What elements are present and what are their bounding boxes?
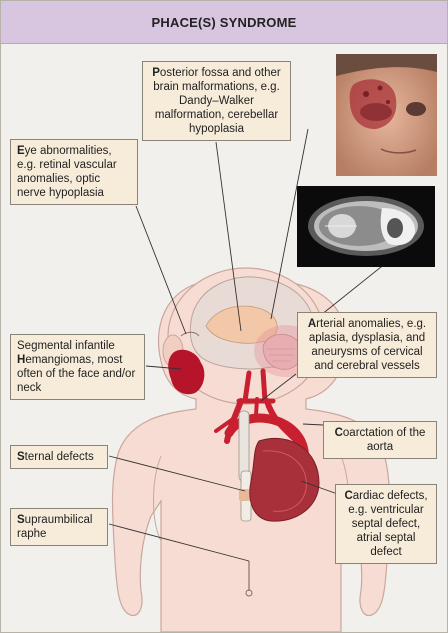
infant-face-photo — [336, 54, 437, 176]
header-bar: PHACE(S) SYNDROME — [1, 1, 447, 44]
callout-posterior-fossa: Posterior fossa and other brain malforma… — [142, 61, 291, 141]
callout-initial: S — [17, 514, 25, 526]
callout-text: oarctation of the aorta — [342, 427, 426, 453]
callout-raphe: Supraumbilical raphe — [10, 508, 108, 546]
callout-text: emangiomas, most often of the face and/o… — [17, 354, 136, 394]
eye-sketch — [180, 331, 200, 337]
trachea — [238, 410, 250, 482]
callout-text: rterial anomalies, e.g. aplasia, dysplas… — [308, 318, 427, 372]
callout-initial: S — [17, 451, 25, 463]
face-hemangioma — [168, 349, 205, 395]
callout-eye: Eye abnormalities, e.g. retinal vascular… — [10, 139, 138, 205]
callout-initial: E — [17, 145, 25, 157]
callout-text: upraumbilical raphe — [17, 514, 93, 540]
brain-mri-image — [297, 186, 435, 267]
callout-text: ye abnormalities, e.g. retinal vascular … — [17, 145, 117, 199]
callout-initial: C — [334, 427, 343, 439]
callout-text: ardiac defects, e.g. ventricular septal … — [348, 490, 428, 558]
callout-text: ternal defects — [24, 451, 94, 463]
page-title: PHACE(S) SYNDROME — [151, 14, 297, 30]
callout-initial: C — [344, 490, 353, 502]
callout-hemangioma: Segmental infantile Hemangiomas, most of… — [10, 334, 145, 400]
callout-cardiac: Cardiac defects, e.g. ventricular septal… — [335, 484, 437, 564]
callout-initial: H — [17, 354, 26, 366]
callout-text: Segmental infantile — [17, 340, 115, 352]
callout-initial: A — [307, 318, 317, 330]
callout-sternal: Sternal defects — [10, 445, 108, 469]
callout-coarctation: Coarctation of the aorta — [323, 421, 437, 459]
callout-initial: P — [152, 67, 160, 79]
callout-text: osterior fossa and other brain malformat… — [153, 67, 281, 135]
callout-arterial: Arterial anomalies, e.g. aplasia, dyspla… — [297, 312, 437, 378]
